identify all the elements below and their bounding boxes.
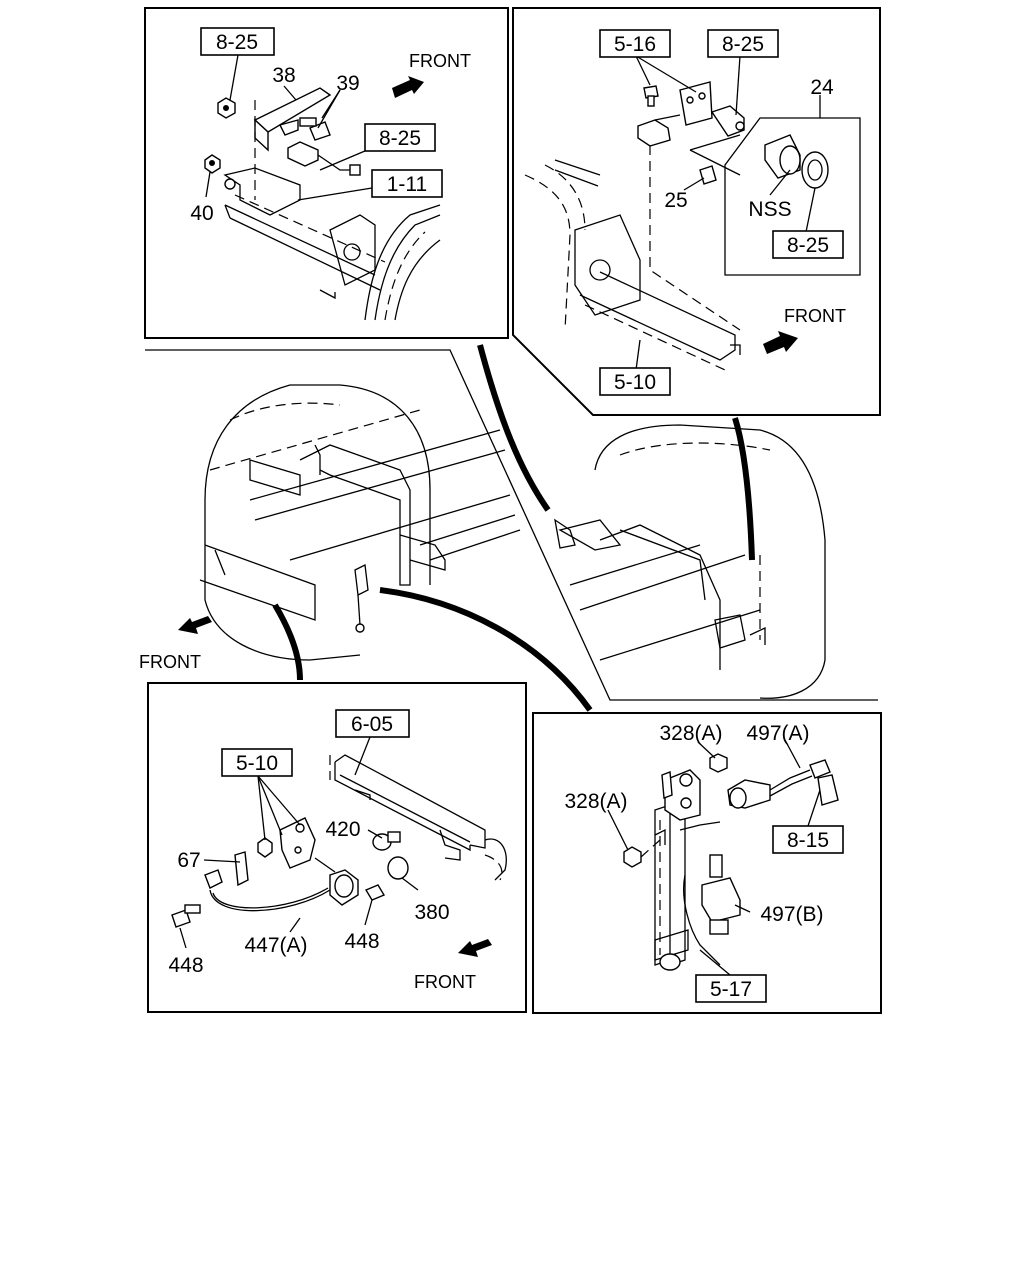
part-label: 328(A) (659, 722, 722, 745)
ref-label: 8-25 (216, 31, 258, 54)
part-label: 328(A) (564, 790, 627, 813)
ref-label: 5-17 (710, 978, 752, 1001)
ref-label: 5-10 (236, 752, 278, 775)
front-label: FRONT (784, 306, 846, 326)
part-label: 447(A) (244, 934, 307, 957)
part-label: NSS (748, 198, 791, 221)
part-label: 40 (190, 202, 213, 225)
ref-label: 1-11 (387, 173, 427, 196)
front-label: FRONT (139, 652, 201, 672)
panel-overview: FRONT (139, 344, 878, 712)
ref-label: 5-10 (614, 371, 656, 394)
panel-top-left: 8-25 8-25 1-11 38 39 40 FRONT (144, 7, 509, 339)
part-label: 25 (664, 189, 687, 212)
part-label: 448 (168, 954, 203, 977)
ref-label: 8-15 (787, 829, 829, 852)
part-label: 497(B) (760, 903, 823, 926)
part-label: 380 (414, 901, 449, 924)
part-label: 38 (272, 64, 295, 87)
part-label: 420 (325, 818, 360, 841)
ref-label: 5-16 (614, 33, 656, 56)
part-label: 67 (177, 849, 200, 872)
panel-bottom-right: 8-15 5-17 328(A) 497(A) 328(A) 497(B) (532, 712, 882, 1014)
ref-label: 8-25 (787, 234, 829, 257)
part-label: 39 (336, 72, 359, 95)
part-label: 497(A) (746, 722, 809, 745)
ref-label: 6-05 (351, 713, 393, 736)
panel-bottom-left: 6-05 5-10 420 67 380 448 447(A) 448 FRON… (147, 682, 527, 1013)
part-label: 448 (344, 930, 379, 953)
front-label: FRONT (414, 972, 476, 992)
front-label: FRONT (409, 51, 471, 71)
part-label: 24 (810, 76, 834, 99)
ref-label: 8-25 (379, 127, 421, 150)
ref-label: 8-25 (722, 33, 764, 56)
panel-top-right: 5-16 8-25 8-25 5-10 24 25 NSS FRONT (512, 7, 881, 416)
